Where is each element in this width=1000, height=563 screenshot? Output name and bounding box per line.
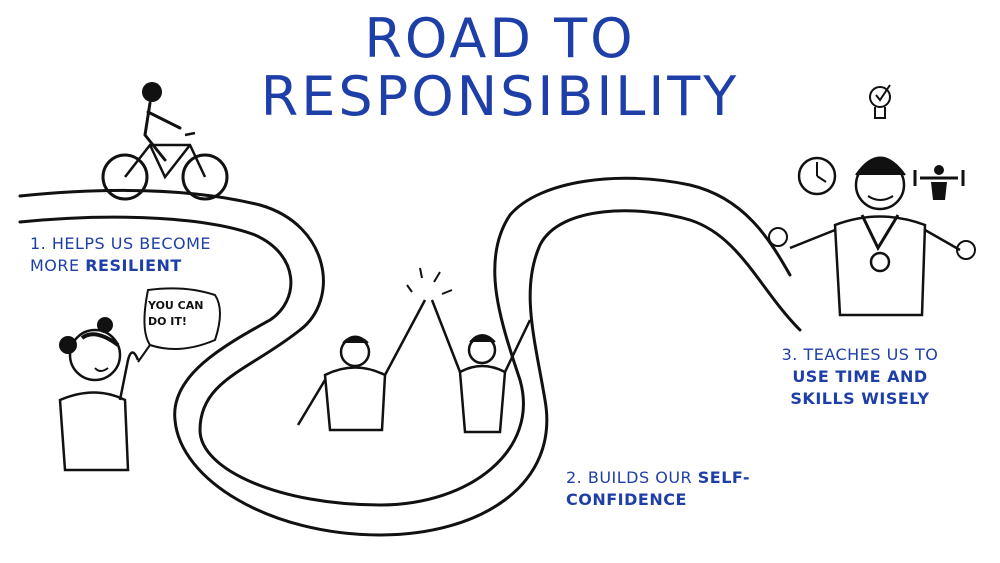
girl-cheering-icon [58, 317, 140, 472]
step-1-line-2: MORE RESILIENT [30, 255, 270, 277]
step-3-line-2: USE TIME AND [760, 366, 960, 388]
step-2-bold-a: SELF- [697, 468, 750, 487]
step-3-caption: 3. TEACHES US TO USE TIME AND SKILLS WIS… [760, 344, 960, 410]
title-line-1: ROAD TO [364, 7, 636, 70]
road-inner-edge [18, 209, 802, 537]
step-1-line-1: 1. HELPS US BECOME [30, 234, 212, 253]
stopwatch-icon [797, 156, 837, 196]
step-2-bold-b: CONFIDENCE [566, 490, 687, 509]
step-3-line-3: SKILLS WISELY [760, 388, 960, 410]
lightbulb-icon [869, 84, 891, 119]
speech-bubble-line-2: DO IT! [148, 315, 187, 328]
high-five-kids-icon [296, 267, 532, 434]
step-3-line-1: 3. TEACHES US TO [781, 345, 939, 364]
step-2-caption: 2. BUILDS OUR SELF- CONFIDENCE [566, 467, 796, 511]
speech-bubble-text: YOU CAN DO IT! [148, 298, 218, 330]
bicycle-rider-icon [101, 82, 229, 201]
step-2-line-2: CONFIDENCE [566, 489, 796, 511]
step-1-bold: RESILIENT [85, 256, 182, 275]
step-3-bold-a: USE TIME AND [792, 367, 928, 386]
step-2-prefix: 2. BUILDS OUR [566, 468, 698, 487]
title-line-2: RESPONSIBILITY [260, 65, 740, 128]
speech-bubble-line-1: YOU CAN [148, 299, 204, 312]
step-1-caption: 1. HELPS US BECOME MORE RESILIENT [30, 233, 270, 277]
step-2-line-1: 2. BUILDS OUR SELF- [566, 467, 796, 489]
boy-with-medal-icon [768, 156, 976, 317]
step-1-mid: MORE [30, 256, 86, 275]
speech-bubble [137, 287, 221, 363]
road-outer-edge [18, 176, 792, 507]
step-3-bold-b: SKILLS WISELY [790, 389, 930, 408]
weightlifter-icon [913, 165, 965, 200]
